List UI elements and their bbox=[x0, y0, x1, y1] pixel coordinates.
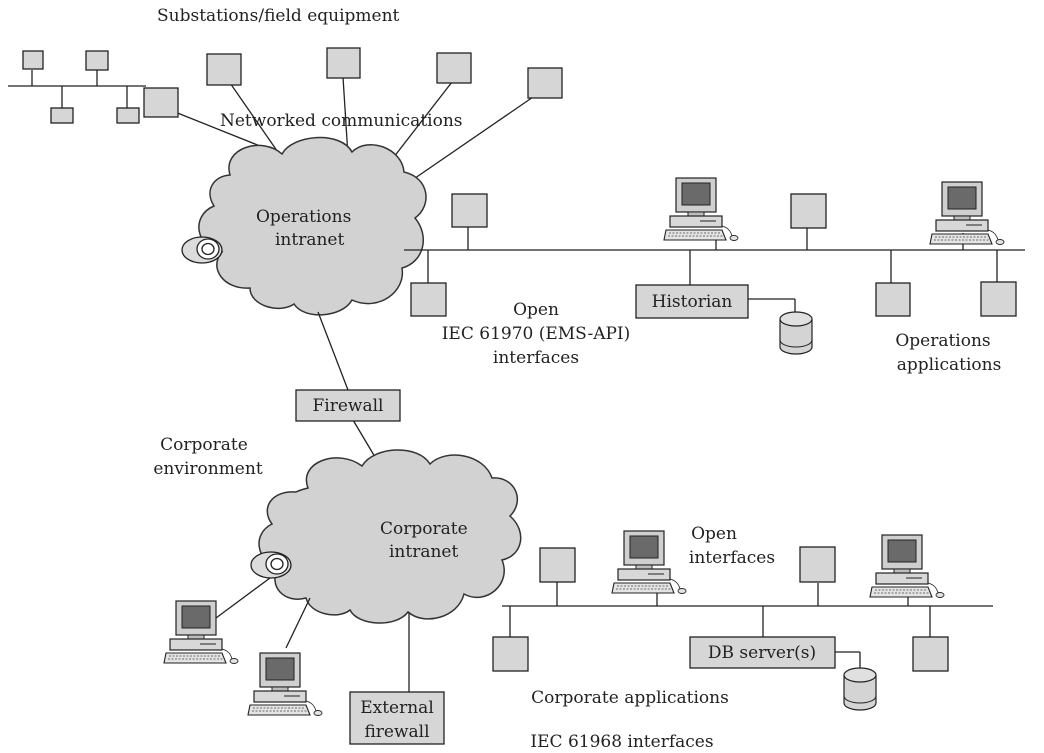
historian-box bbox=[635, 284, 749, 319]
open-ems-label-line1: Open bbox=[513, 300, 559, 320]
operations-router-icon bbox=[181, 236, 223, 264]
operations-intranet-label-line2: intranet bbox=[275, 230, 344, 250]
field-device-box bbox=[326, 47, 361, 79]
field-device-box bbox=[143, 87, 179, 118]
corporate-intranet-label-line1: Corporate bbox=[380, 519, 468, 539]
ops-to-firewall-link bbox=[317, 311, 349, 391]
ops-device-box bbox=[451, 193, 488, 228]
db-server-database-icon bbox=[843, 667, 877, 711]
ops-workstation-icon bbox=[929, 181, 1005, 246]
field-device-box bbox=[50, 107, 74, 124]
open-interfaces-label-line1: Open bbox=[691, 524, 737, 544]
corporate-router-icon bbox=[250, 551, 292, 579]
field-device-box bbox=[22, 50, 44, 70]
ops-device-box bbox=[980, 281, 1017, 317]
operations-intranet-label-line1: Operations bbox=[256, 207, 351, 227]
corporate-pc-icon bbox=[247, 652, 323, 717]
field-device-box bbox=[436, 52, 472, 84]
corp-device-box bbox=[492, 636, 529, 672]
operations-bus bbox=[404, 227, 1025, 312]
open-ems-label-line2: IEC 61970 (EMS-API) bbox=[442, 324, 631, 344]
networked-links bbox=[143, 47, 563, 186]
field-device-box bbox=[85, 50, 109, 71]
field-device-box bbox=[527, 67, 563, 99]
corporate-environment-label-line2: environment bbox=[153, 459, 262, 479]
corporate-environment-label-line1: Corporate bbox=[160, 435, 248, 455]
firewall-label: Firewall bbox=[313, 396, 384, 416]
db-server-label: DB server(s) bbox=[708, 643, 816, 663]
open-interfaces-label-line2: interfaces bbox=[689, 548, 775, 568]
external-firewall-label-line2: firewall bbox=[364, 722, 429, 742]
field-bus bbox=[8, 50, 146, 124]
corp-to-pc-link bbox=[285, 597, 311, 649]
ops-device-box bbox=[790, 193, 827, 229]
open-ems-label-line3: interfaces bbox=[493, 348, 579, 368]
ops-device-box bbox=[875, 282, 911, 317]
corp-workstation-icon bbox=[869, 534, 945, 599]
operations-applications-label-line2: applications bbox=[897, 355, 1002, 375]
historian-database-icon bbox=[779, 311, 813, 355]
external-firewall-box bbox=[349, 691, 445, 745]
corporate-intranet-cloud bbox=[258, 449, 522, 624]
field-device-box bbox=[206, 53, 242, 86]
corporate-bus bbox=[502, 582, 993, 670]
corp-to-pc-link bbox=[215, 577, 271, 619]
ops-workstation-icon bbox=[663, 177, 739, 242]
networked-communications-label: Networked communications bbox=[220, 111, 463, 131]
corp-workstation-icon bbox=[611, 530, 687, 595]
corp-device-box bbox=[799, 546, 836, 583]
substations-label: Substations/field equipment bbox=[157, 6, 400, 26]
operations-applications-label-line1: Operations bbox=[895, 331, 990, 351]
ops-device-box bbox=[410, 282, 447, 317]
corporate-intranet-label-line2: intranet bbox=[389, 542, 458, 562]
external-firewall-label-line1: External bbox=[360, 698, 434, 718]
corporate-applications-label: Corporate applications bbox=[531, 688, 729, 708]
iec61968-label: IEC 61968 interfaces bbox=[530, 732, 713, 752]
corp-device-box bbox=[912, 636, 949, 672]
db-server-box bbox=[689, 636, 836, 669]
field-device-box bbox=[116, 107, 140, 124]
firewall-box bbox=[295, 389, 401, 422]
corp-device-box bbox=[539, 547, 576, 583]
historian-label: Historian bbox=[652, 292, 733, 312]
